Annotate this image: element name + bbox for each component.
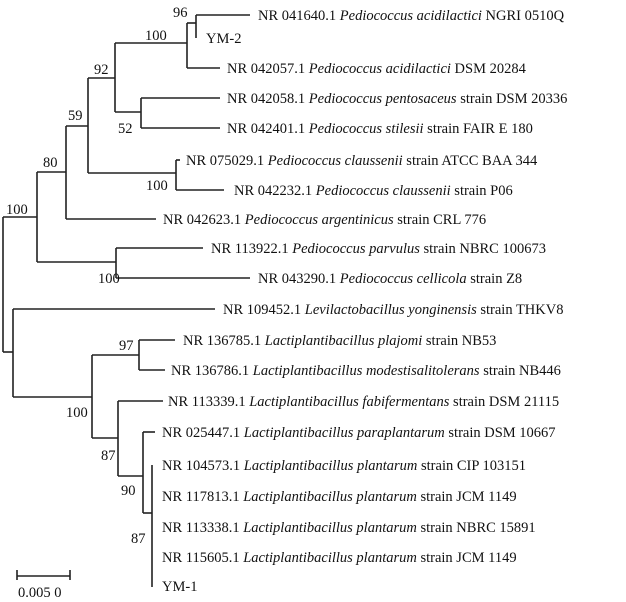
species-name: Levilactobacillus yonginensis [304,302,477,318]
species-name: Lactiplantibacillus plantarum [242,550,417,566]
strain: strain NB446 [483,363,561,379]
bootstrap-value: 92 [94,62,109,78]
strain: strain FAIR E 180 [427,121,533,137]
strain: strain JCM 1149 [420,550,516,566]
accession: NR 025447.1 [162,425,240,441]
leaf-label: NR 075029.1 Pediococcus claussenii strai… [186,153,538,169]
species-name: Lactiplantibacillus plantarum [242,489,417,505]
accession: YM-1 [162,579,197,595]
strain: strain DSM 10667 [448,425,555,441]
leaf-label: NR 136786.1 Lactiplantibacillus modestis… [171,363,561,379]
accession: NR 042623.1 [163,212,241,228]
species-name: Pediococcus claussenii [267,153,403,169]
bootstrap-value: 97 [119,338,134,354]
leaf-label: NR 042058.1 Pediococcus pentosaceus stra… [227,91,567,107]
accession: NR 115605.1 [162,550,240,566]
bootstrap-labels: 96 100 92 52 100 59 80 100 100 97 100 87 90 87 [6,5,188,547]
species-name: Pediococcus pentosaceus [308,91,457,107]
species-name: Pediococcus acidilactici [339,8,482,24]
accession: NR 136785.1 [183,333,261,349]
strain: NGRI 0510Q [486,8,565,24]
leaf-labels: NR 041640.1 Pediococcus acidilactici NGR… [162,8,567,595]
accession: NR 109452.1 [223,302,301,318]
accession: NR 042232.1 [234,183,312,199]
strain: strain NBRC 15891 [420,520,535,536]
leaf-label: NR 115605.1 Lactiplantibacillus plantaru… [162,550,517,566]
species-name: Pediococcus cellicola [339,271,467,287]
bootstrap-value: 87 [131,531,146,547]
leaf-label: NR 117813.1 Lactiplantibacillus plantaru… [162,489,517,505]
leaf-label: NR 136785.1 Lactiplantibacillus plajomi … [183,333,496,349]
accession: NR 104573.1 [162,458,240,474]
accession: NR 113339.1 [168,394,246,410]
accession: NR 041640.1 [258,8,336,24]
accession: NR 113338.1 [162,520,240,536]
bootstrap-value: 87 [101,448,116,464]
accession: NR 117813.1 [162,489,240,505]
strain: strain Z8 [470,271,522,287]
species-name: Lactiplantibacillus plantarum [243,458,418,474]
species-name: Pediococcus claussenii [315,183,451,199]
leaf-label: NR 025447.1 Lactiplantibacillus paraplan… [162,425,556,441]
leaf-label: YM-1 [162,579,197,595]
scale-bar-label: 0.005 0 [18,585,62,601]
leaf-label: NR 041640.1 Pediococcus acidilactici NGR… [258,8,565,24]
bootstrap-value: 100 [98,271,120,287]
species-name: Lactiplantibacillus fabifermentans [248,394,450,410]
strain: strain JCM 1149 [420,489,516,505]
leaf-label: NR 109452.1 Levilactobacillus yonginensi… [223,302,563,318]
scale-bar: 0.005 0 [16,570,71,601]
leaf-label: NR 104573.1 Lactiplantibacillus plantaru… [162,458,526,474]
leaf-label: NR 042232.1 Pediococcus claussenii strai… [234,183,513,199]
strain: strain ATCC BAA 344 [406,153,538,169]
bootstrap-value: 59 [68,108,83,124]
species-name: Lactiplantibacillus plantarum [242,520,417,536]
strain: DSM 20284 [455,61,527,77]
species-name: Pediococcus parvulus [291,241,420,257]
leaf-label: NR 043290.1 Pediococcus cellicola strain… [258,271,522,287]
strain: strain DSM 21115 [453,394,559,410]
bootstrap-value: 80 [43,155,58,171]
species-name: Lactiplantibacillus modestisalitolerans [252,363,480,379]
strain: strain DSM 20336 [460,91,567,107]
strain: strain P06 [454,183,512,199]
strain: strain CIP 103151 [421,458,526,474]
strain: strain NB53 [426,333,496,349]
species-name: Lactiplantibacillus plajomi [264,333,423,349]
bootstrap-value: 100 [146,178,168,194]
leaf-label: NR 042623.1 Pediococcus argentinicus str… [163,212,486,228]
leaf-label: NR 042401.1 Pediococcus stilesii strain … [227,121,533,137]
species-name: Pediococcus stilesii [308,121,424,137]
species-name: Lactiplantibacillus paraplantarum [243,425,445,441]
leaf-label: NR 042057.1 Pediococcus acidilactici DSM… [227,61,527,77]
strain: strain CRL 776 [397,212,486,228]
bootstrap-value: 52 [118,121,133,137]
bootstrap-value: 100 [66,405,88,421]
leaf-label: NR 113922.1 Pediococcus parvulus strain … [211,241,546,257]
species-name: Pediococcus acidilactici [308,61,451,77]
species-name: Pediococcus argentinicus [244,212,394,228]
accession: NR 113922.1 [211,241,289,257]
strain: strain THKV8 [480,302,563,318]
accession: YM-2 [206,31,241,47]
bootstrap-value: 96 [173,5,188,21]
accession: NR 075029.1 [186,153,264,169]
tree-branches [2,14,250,587]
accession: NR 042401.1 [227,121,305,137]
accession: NR 042058.1 [227,91,305,107]
leaf-label: YM-2 [206,31,241,47]
leaf-label: NR 113339.1 Lactiplantibacillus fabiferm… [168,394,559,410]
bootstrap-value: 90 [121,483,136,499]
bootstrap-value: 100 [145,28,167,44]
accession: NR 136786.1 [171,363,249,379]
accession: NR 043290.1 [258,271,336,287]
leaf-label: NR 113338.1 Lactiplantibacillus plantaru… [162,520,536,536]
accession: NR 042057.1 [227,61,305,77]
strain: strain NBRC 100673 [424,241,546,257]
bootstrap-value: 100 [6,202,28,218]
